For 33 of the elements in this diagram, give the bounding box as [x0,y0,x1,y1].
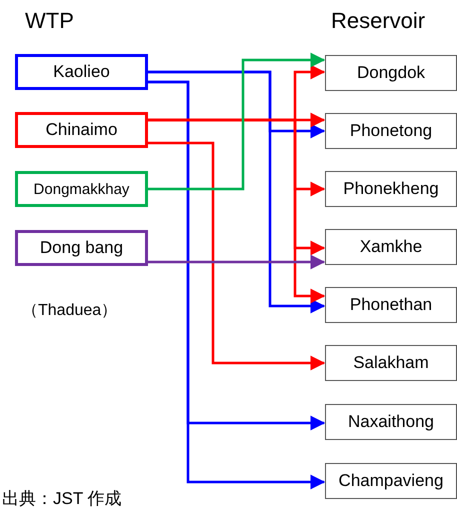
arrow [148,254,326,270]
reservoir-box [325,287,457,323]
node-label: Chinaimo [46,120,118,140]
arrow [148,52,326,190]
reservoir-box [325,345,457,381]
source-note: 出典：JST 作成 [2,488,122,510]
plant-box [15,112,148,148]
node-label: Xamkhe [360,237,422,257]
note-text: （Thaduea） [22,301,118,321]
node-label: Phonethan [350,295,432,315]
reservoir-box [325,404,457,440]
reservoir-box [325,171,457,207]
node-label: Kaolieo [53,62,110,82]
arrow [148,142,326,370]
reservoir-box [325,55,457,91]
node-label: Dongmakkhay [34,180,130,198]
node-label: Dongdok [356,63,426,83]
node-label: Naxaithong [348,412,434,432]
arrow [148,70,326,314]
column-heading: WTP [25,8,74,34]
node-label: Phonekheng [343,179,439,199]
plant-box [15,54,148,90]
node-label: Champavieng [338,471,444,491]
column-heading: Reservoir [331,8,426,34]
plant-box [15,230,148,266]
reservoir-box [325,113,457,149]
reservoir-box [325,229,457,265]
node-label: Phonetong [350,121,432,141]
reservoir-box [325,463,457,499]
node-label: Salakham [353,353,429,373]
plant-box [15,171,148,207]
node-label: Dong bang [40,238,124,258]
arrow [148,118,326,304]
